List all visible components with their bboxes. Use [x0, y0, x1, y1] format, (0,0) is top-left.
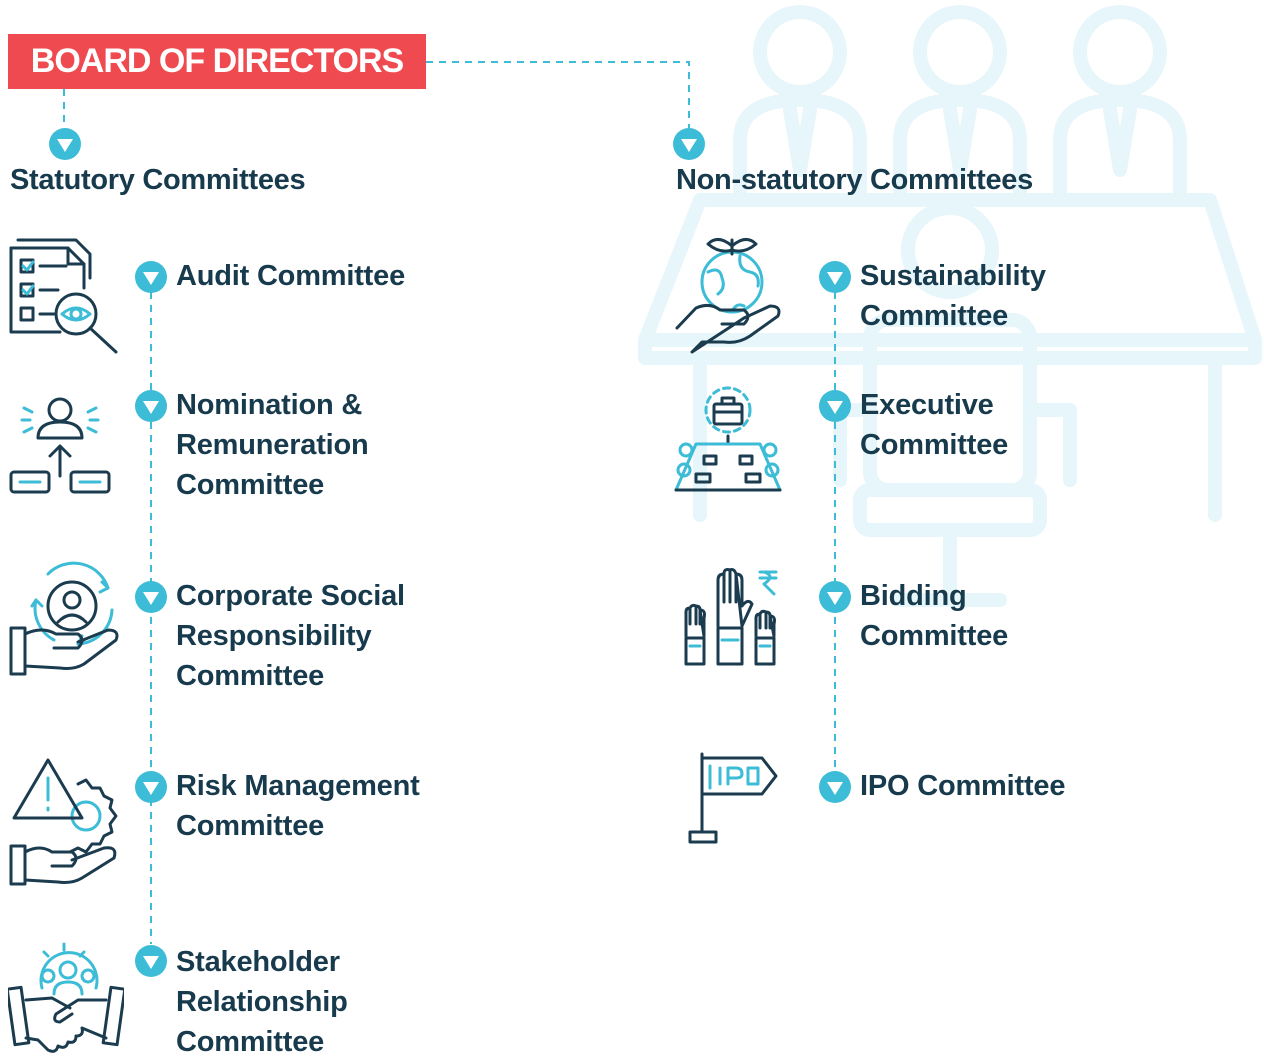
- ipo-bullet-icon: [819, 771, 851, 803]
- statutory-committees-heading: Statutory Committees: [10, 164, 306, 196]
- hand-warning-gear-icon: [9, 758, 118, 886]
- board-of-directors-box: BOARD OF DIRECTORS: [8, 34, 426, 89]
- statutory-bullet-icon: [49, 128, 81, 160]
- sustainability-bullet-icon: [819, 261, 851, 293]
- executive-bullet-icon: [819, 390, 851, 422]
- bidding-committee-label: Bidding Committee: [860, 580, 1009, 652]
- audit-committee-label: Audit Committee: [176, 260, 406, 292]
- person-promotion-icon: [9, 397, 111, 494]
- board-to-nonstatutory-connector: [426, 61, 690, 128]
- nomination-remuneration-committee-label: Nomination & Remuneration Committee: [176, 389, 369, 501]
- audit-document-magnifier-icon: [9, 238, 118, 354]
- sustainability-committee-label: Sustainability Committee: [860, 260, 1046, 332]
- non-statutory-committees-heading: Non-statutory Committees: [676, 164, 1033, 196]
- handshake-people-gear-icon: [8, 942, 124, 1053]
- csr-committee-label: Corporate Social Responsibility Committe…: [176, 580, 405, 692]
- executive-committee-label: Executive Committee: [860, 389, 1009, 461]
- audit-committee-bullet-icon: [135, 261, 167, 293]
- nomination-remuneration-bullet-icon: [135, 390, 167, 422]
- bidding-bullet-icon: [819, 581, 851, 613]
- stakeholder-relationship-committee-label: Stakeholder Relationship Committee: [176, 946, 348, 1058]
- risk-management-committee-label: Risk Management Committee: [176, 770, 420, 842]
- csr-bullet-icon: [135, 581, 167, 613]
- ipo-signpost-icon: [688, 752, 778, 844]
- ipo-committee-label: IPO Committee: [860, 770, 1066, 802]
- hand-globe-plant-icon: [675, 238, 781, 354]
- risk-management-bullet-icon: [135, 771, 167, 803]
- raised-hands-rupee-icon: [684, 568, 778, 666]
- meeting-table-briefcase-icon: [674, 386, 782, 492]
- hand-person-cycle-icon: [9, 561, 119, 676]
- nonstatutory-bullet-icon: [673, 128, 705, 160]
- stakeholder-relationship-bullet-icon: [135, 945, 167, 977]
